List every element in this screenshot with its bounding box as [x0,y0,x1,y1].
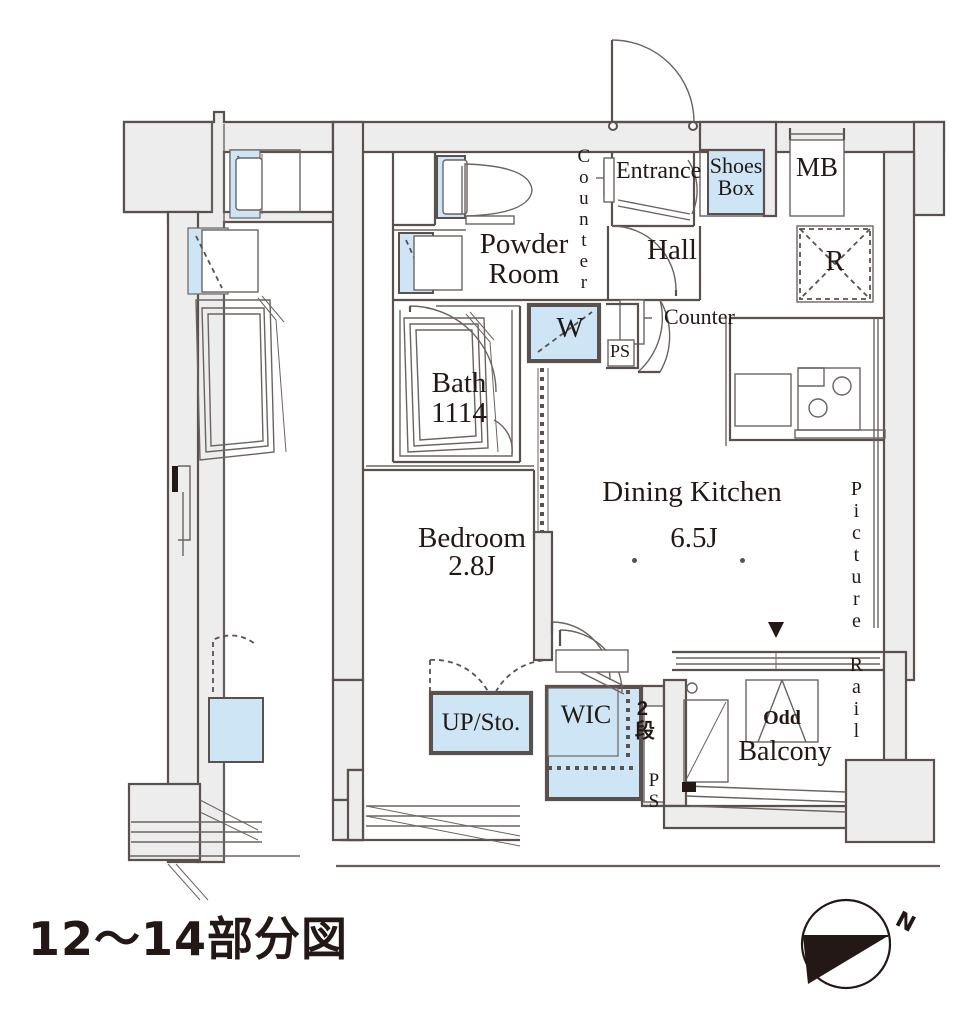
label-ps-lower: PS [643,770,665,812]
adjacent-unit-bottom [167,863,209,901]
label-refrigerator: R [825,246,845,277]
label-two-tier: 2段 [631,698,654,740]
label-balcony: Balcony [738,736,832,767]
room-label-dining-kitchen: Dining Kitchen [602,476,782,508]
label-counter-horizontal: Counter [664,304,735,329]
room-label-hall: Hall [647,234,697,266]
room-label-powder-room: Powder Room [479,228,569,290]
room-label-entrance: Entrance [616,158,702,184]
sheet-footer-title: 12〜14部分図 [28,912,349,966]
downlight-icon-right [740,558,745,563]
room-label-dining-kitchen-area: 6.5J [670,522,718,554]
label-shoes-box: Shoes Box [709,153,763,201]
compass-icon [800,898,892,990]
label-mb: MB [795,152,839,182]
label-odd: Odd [763,707,801,729]
label-up-sto: UP/Sto. [441,709,521,736]
label-counter-vertical: Counter [573,146,595,293]
downlight-icon-left [632,558,637,563]
label-picture-rail: Picture Rail [845,478,868,742]
label-wic: WIC [560,700,612,729]
room-label-bath: Bath 1114 [431,367,487,429]
label-ps-upper: PS [609,341,631,361]
adjacent-unit-partial [122,110,335,864]
room-label-bedroom: Bedroom 2.8J [418,522,526,582]
label-washer: W [556,312,584,344]
main-unit [331,39,946,868]
